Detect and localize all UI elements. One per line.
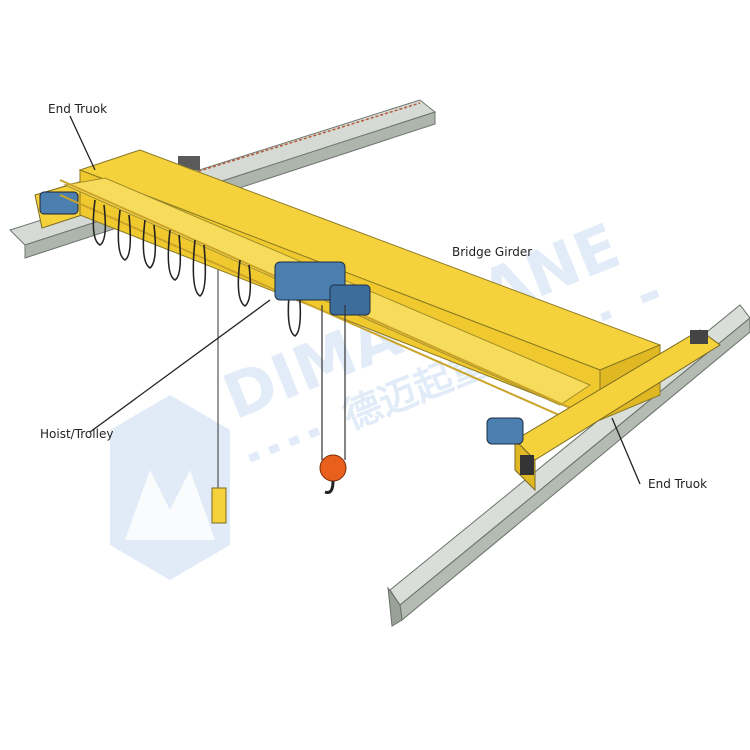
- label-bridge-girder: Bridge Girder: [452, 245, 533, 259]
- end-truck-right: [486, 329, 721, 492]
- label-end-truck-right: End Truok: [648, 477, 708, 491]
- end-truck-top-motor-icon: [39, 191, 79, 215]
- end-truck-right-motor-icon: [486, 417, 524, 445]
- leader-lines: [69, 115, 641, 485]
- label-end-truck-top: End Truok: [48, 102, 108, 116]
- label-hoist-trolley: Hoist/Trolley: [40, 427, 114, 441]
- watermark-logo-icon: [110, 395, 230, 580]
- pendant-control-icon: [211, 487, 227, 524]
- hoist-motor-icon: [274, 261, 346, 301]
- hook-block-icon: [319, 454, 347, 482]
- hoist-trolley: [211, 261, 371, 524]
- festoon-cables: [92, 199, 302, 337]
